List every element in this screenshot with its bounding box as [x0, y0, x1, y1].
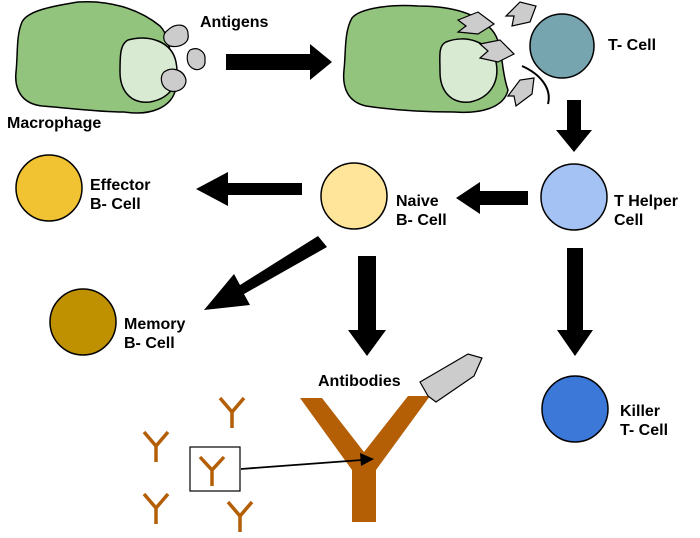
- arrow-down: [557, 248, 593, 356]
- antigen-marker: [504, 1, 537, 27]
- t-cell-label: T- Cell: [608, 37, 657, 54]
- memory-label-line1: Memory: [124, 316, 186, 333]
- arrow-left: [196, 172, 302, 206]
- zoom-box: [189, 446, 241, 492]
- arrow-down: [556, 100, 592, 152]
- antibody-small: [218, 396, 246, 428]
- antibody-small: [198, 455, 226, 486]
- effector-label-line2: B- Cell: [90, 196, 141, 213]
- macrophage-label: Macrophage: [7, 115, 102, 132]
- arrow-right: [226, 44, 332, 80]
- naive-label-line2: B- Cell: [396, 212, 447, 229]
- antigen-marker: [419, 353, 483, 403]
- antigen-shape: [160, 68, 187, 93]
- antigens-label: Antigens: [200, 14, 269, 31]
- antigen-marker: [478, 39, 516, 63]
- t-helper-label-line2: Cell: [614, 212, 644, 229]
- arrow-down: [348, 256, 386, 356]
- killer-label-line2: T- Cell: [620, 422, 669, 439]
- killer-label-line1: Killer: [620, 403, 661, 420]
- memory-label-line2: B- Cell: [124, 335, 175, 352]
- antibodies-label: Antibodies: [318, 373, 401, 390]
- memory-b-cell: [49, 288, 117, 356]
- antigen-marker: [456, 11, 496, 35]
- antibody-small: [226, 500, 254, 532]
- effector-b-cell: [15, 154, 83, 222]
- zoom-pointer-head: [360, 453, 374, 466]
- t-helper-label-line1: T Helper: [614, 193, 679, 210]
- antigen-shape: [163, 24, 189, 48]
- killer-t-cell: [541, 375, 609, 443]
- naive-label-line1: Naive: [396, 193, 439, 210]
- naive-b-cell: [320, 162, 388, 230]
- arrow-diagonal: [204, 236, 327, 310]
- zoom-pointer-line: [240, 459, 363, 470]
- receptor-arc: [521, 65, 550, 105]
- t-cell: [529, 13, 595, 79]
- arrow-left: [456, 182, 528, 214]
- t-helper-cell: [540, 163, 608, 231]
- antibody-small: [142, 492, 170, 524]
- antigen-shape: [186, 48, 206, 71]
- antigen-marker: [506, 77, 535, 108]
- antibody-small: [142, 430, 170, 462]
- effector-label-line1: Effector: [90, 177, 151, 194]
